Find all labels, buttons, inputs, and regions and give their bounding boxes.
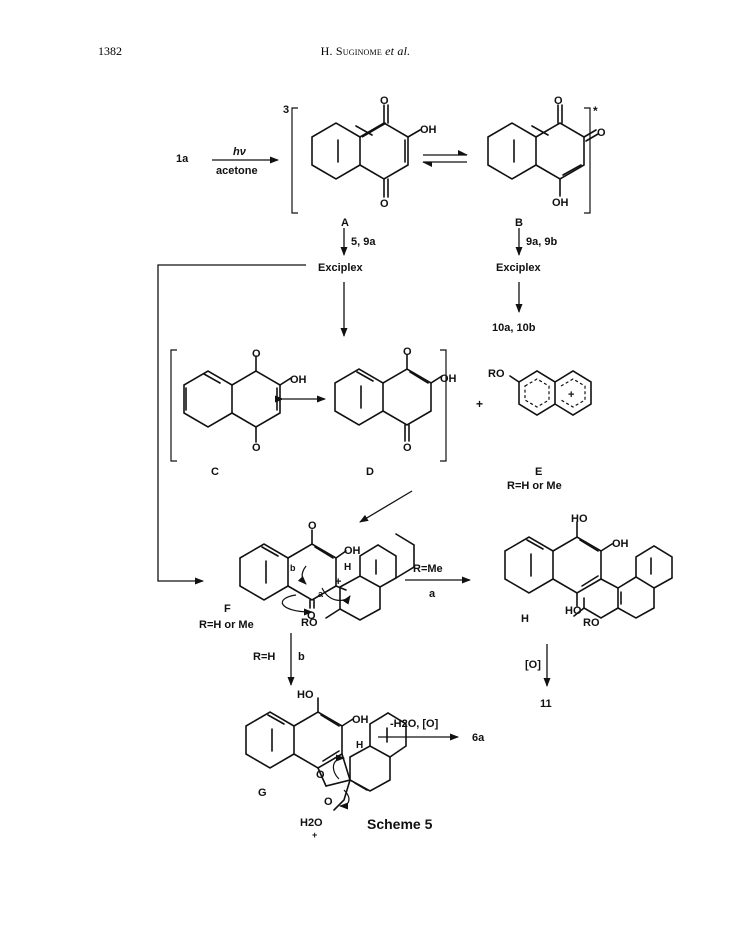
f-r-note: R=H or Me — [199, 619, 254, 631]
g-h-label: H — [356, 740, 363, 751]
f-carbonyl-o: O — [307, 610, 316, 622]
label-c: C — [211, 466, 219, 478]
exciplex-left-label: Exciplex — [318, 262, 364, 274]
b-oh-label: OH — [552, 197, 569, 209]
excited-state-mark: * — [593, 104, 598, 118]
f-oh-label: OH — [344, 545, 361, 557]
structure-e — [509, 370, 592, 416]
d-oh-label: OH — [440, 373, 457, 385]
a-carbonyl-o-top: O — [380, 95, 389, 107]
b-products-label: 10a, 10b — [492, 322, 536, 334]
c-oxygen-bottom: O — [252, 442, 261, 454]
scheme-caption: Scheme 5 — [367, 816, 433, 832]
g-plus-label: + — [312, 830, 317, 840]
b-carbonyl-o-top: O — [554, 95, 563, 107]
right-bracket-cd — [440, 349, 447, 462]
product-11-label: 11 — [540, 698, 552, 710]
c-oxygen-top: O — [252, 348, 261, 360]
reagent-hv-label: hν — [233, 146, 247, 158]
a-reagents-label: 5, 9a — [351, 236, 376, 248]
label-e: E — [535, 466, 542, 478]
c-oh-label: OH — [290, 374, 307, 386]
label-f: F — [224, 603, 231, 615]
plus-sign: + — [476, 397, 483, 411]
structure-h — [504, 521, 673, 619]
structure-d — [334, 354, 443, 442]
h-oh-label: OH — [612, 538, 629, 550]
f-to-g-condition: R=H — [253, 651, 275, 663]
triplet-superscript: 3 — [283, 104, 289, 116]
f-cation-plus: + — [335, 576, 341, 588]
f-oxygen-top: O — [308, 520, 317, 532]
structure-f — [239, 529, 415, 621]
d-oxygen-top: O — [403, 346, 412, 358]
f-to-g-path: b — [298, 651, 305, 663]
f-path-b: b — [290, 563, 296, 573]
e-cation-plus: + — [568, 389, 574, 401]
structure-a — [311, 104, 421, 198]
d-carbonyl-o: O — [403, 442, 412, 454]
f-to-h-path: a — [429, 588, 436, 600]
f-path-a: a — [318, 589, 324, 599]
label-a: A — [341, 217, 349, 229]
product-6a-label: 6a — [472, 732, 485, 744]
left-bracket-ab — [291, 107, 298, 214]
h-ho-top: HO — [571, 513, 588, 525]
b-reagents-label: 9a, 9b — [526, 236, 557, 248]
a-oh-label: OH — [420, 124, 437, 136]
g-reagents-label: -H2O, [O] — [390, 718, 439, 730]
reagent-acetone-label: acetone — [216, 165, 258, 177]
f-h-label: H — [344, 562, 351, 573]
left-bracket-cd — [170, 349, 177, 462]
g-oxygen-label: O — [324, 796, 333, 808]
label-d: D — [366, 466, 374, 478]
structure-b — [487, 104, 599, 197]
structure-c — [183, 355, 292, 443]
label-b: B — [515, 217, 523, 229]
h-ho-bottom: HO — [565, 605, 582, 617]
f-ro-label: RO — [301, 617, 318, 629]
page-number: 1382 — [98, 44, 122, 58]
running-head-etal: et al. — [385, 44, 411, 58]
arrow-to-f — [359, 490, 413, 523]
structure-g — [245, 697, 407, 811]
e-ro-label: RO — [488, 368, 505, 380]
running-head-author: H. Suginome — [320, 44, 382, 58]
f-to-h-condition: R=Me — [413, 563, 443, 575]
e-r-note: R=H or Me — [507, 480, 562, 492]
start-compound-label: 1a — [176, 153, 189, 165]
exciplex-right-label: Exciplex — [496, 262, 542, 274]
label-h: H — [521, 613, 529, 625]
b-carbonyl-o-right: O — [597, 127, 606, 139]
g-ho-label: HO — [297, 689, 314, 701]
h-oxidant-label: [O] — [525, 659, 541, 671]
g-oh-label: OH — [352, 714, 369, 726]
label-g: G — [258, 787, 267, 799]
right-bracket-ab — [584, 107, 591, 214]
h-ro-label: RO — [583, 617, 600, 629]
arrow-exciplex-direct-to-f — [157, 264, 306, 585]
running-head: H. Suginome et al. — [0, 44, 731, 59]
a-carbonyl-o-bottom: O — [380, 198, 389, 210]
g-h2o-label: H2O — [300, 817, 323, 829]
g-ring-oxygen: O — [316, 769, 325, 781]
